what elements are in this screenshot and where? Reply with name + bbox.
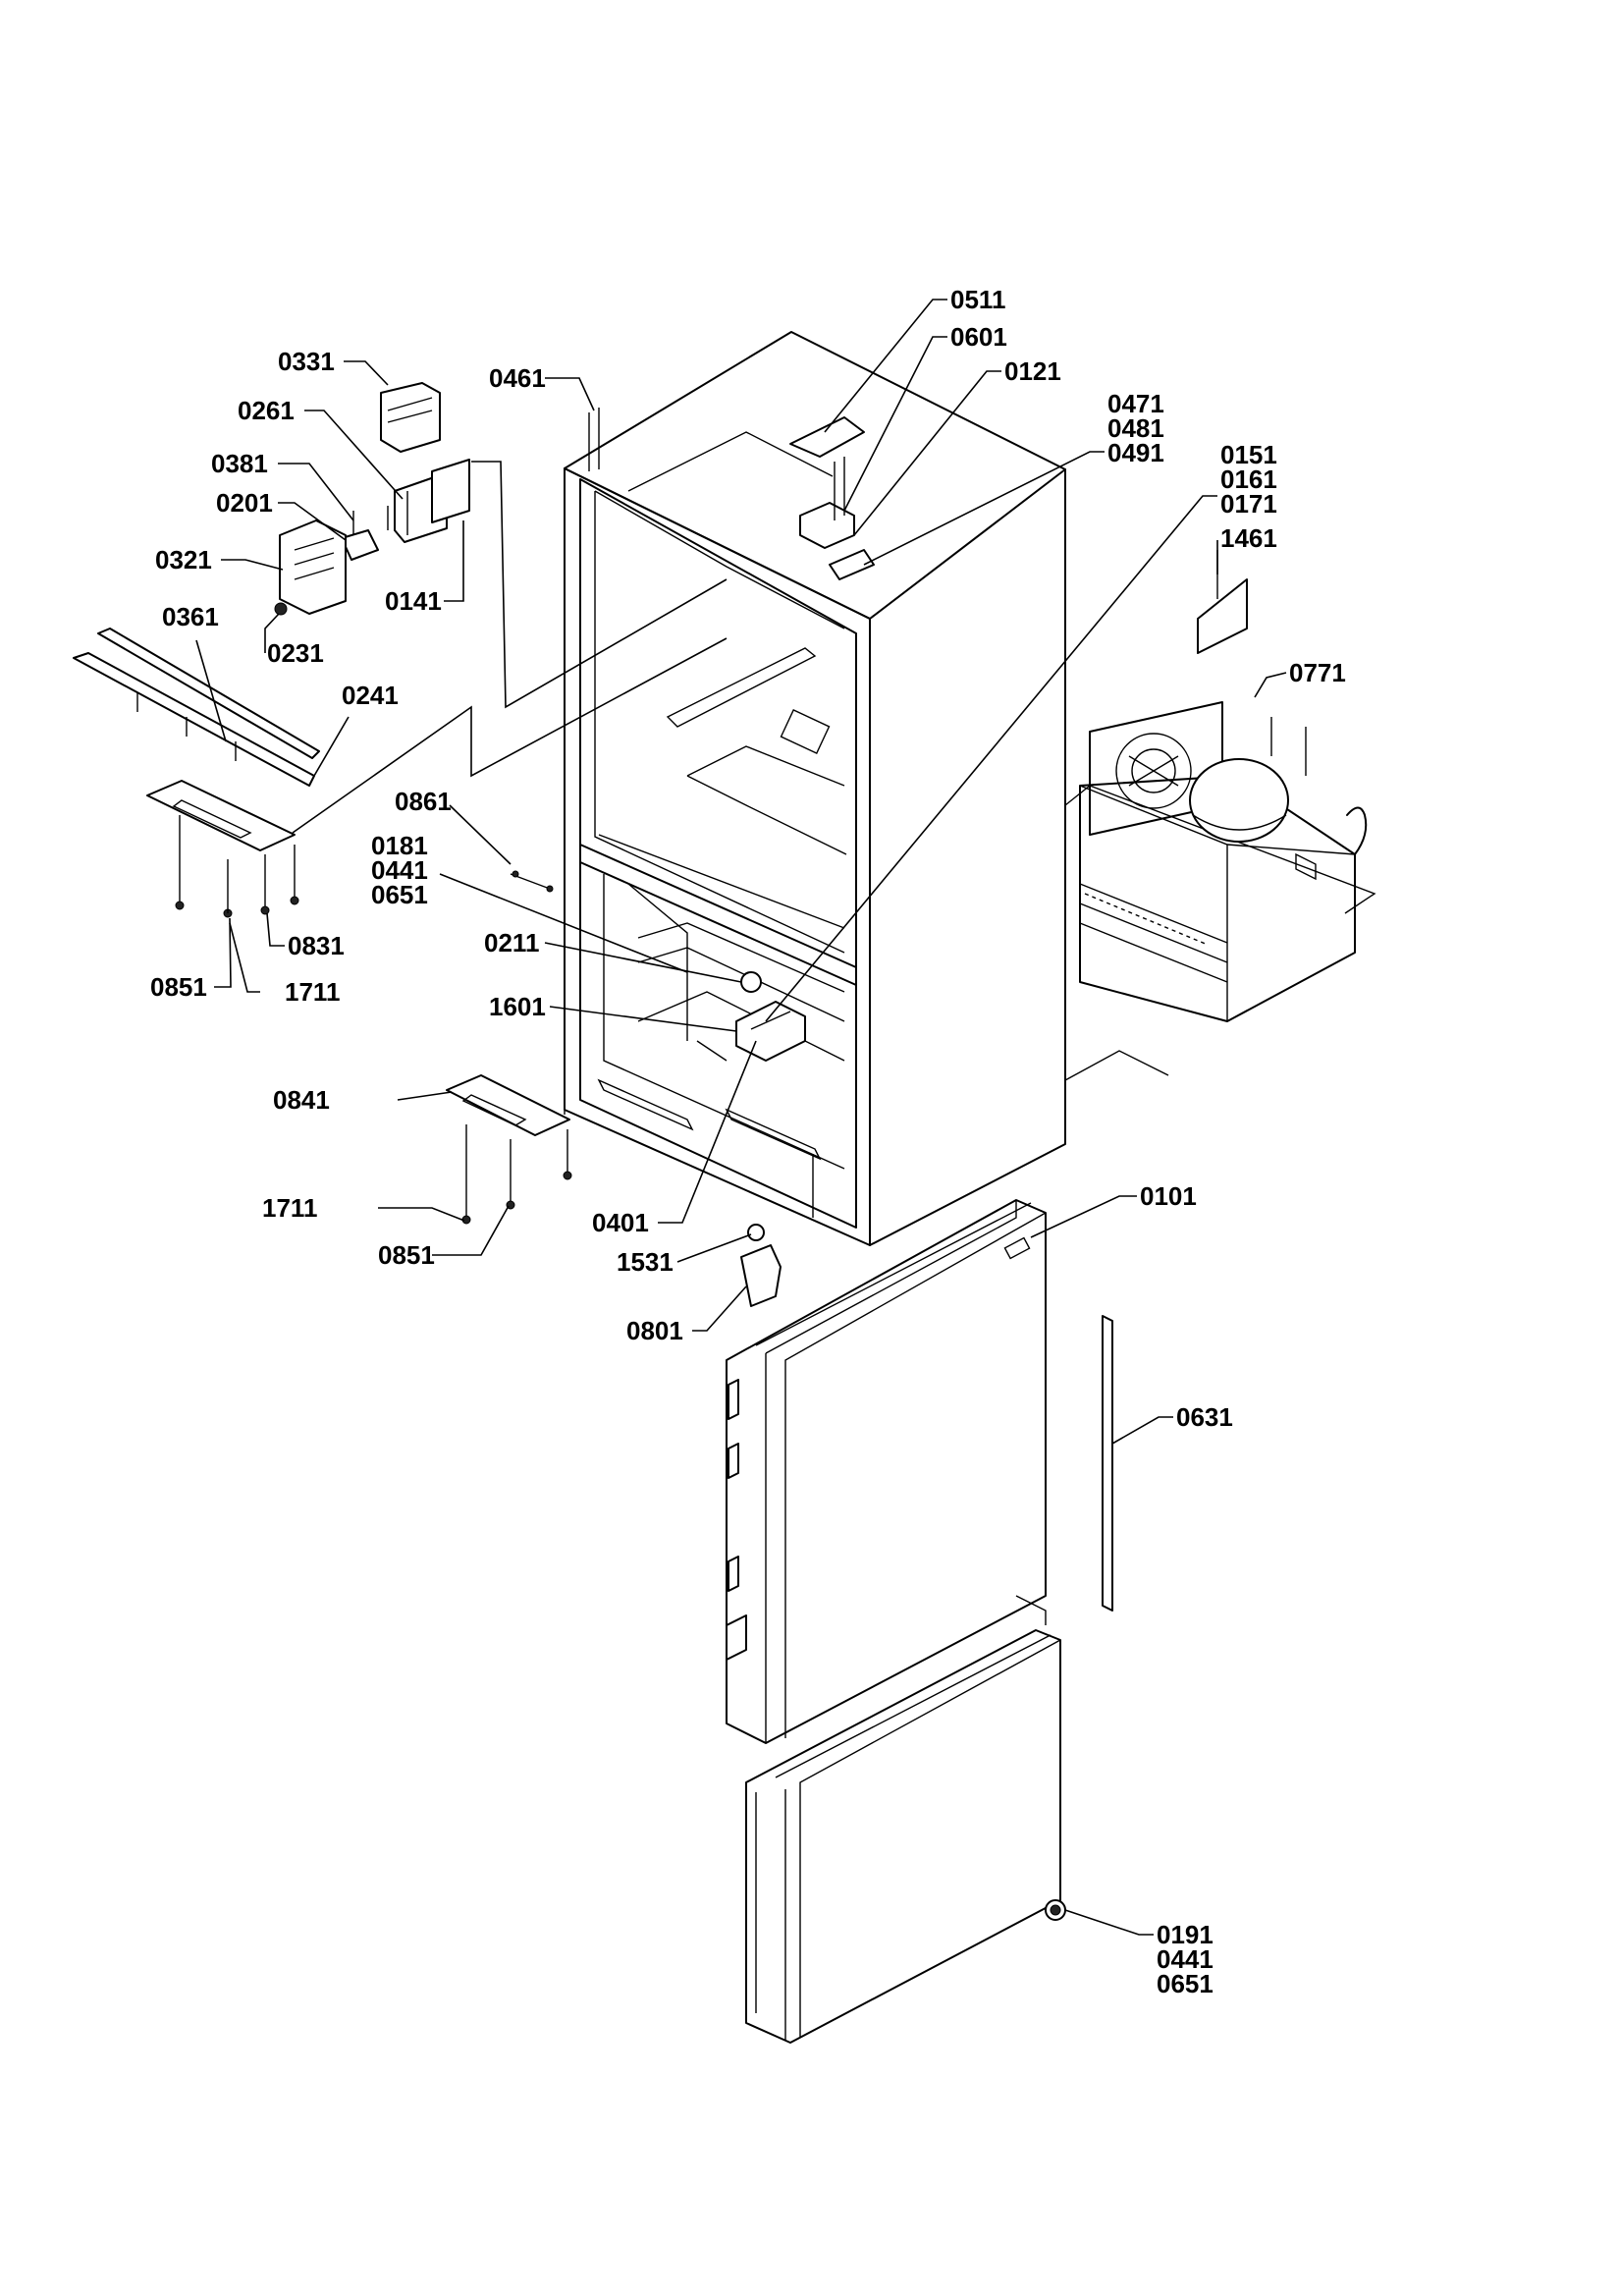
label-0191: 0191 [1157, 1920, 1214, 1949]
label-0471: 0471 [1107, 389, 1164, 418]
label-0101: 0101 [1140, 1181, 1197, 1211]
label-0361: 0361 [162, 602, 219, 631]
door-gasket-0631 [1102, 1315, 1113, 1612]
label-0441-a: 0441 [371, 855, 428, 885]
label-0851-a: 0851 [150, 972, 207, 1002]
label-1461: 1461 [1220, 523, 1277, 553]
label-0771: 0771 [1289, 658, 1346, 687]
compressor-assembly [1079, 701, 1368, 1022]
label-0161: 0161 [1220, 465, 1277, 494]
label-0231: 0231 [267, 638, 324, 668]
label-0261: 0261 [238, 396, 295, 425]
leader-lines [195, 299, 1287, 1936]
label-1711-a: 1711 [285, 977, 340, 1007]
label-0461: 0461 [489, 363, 546, 393]
top-hinge-assembly [588, 408, 875, 580]
lower-door [745, 1629, 1066, 2044]
label-0841: 0841 [273, 1085, 330, 1115]
label-0321: 0321 [155, 545, 212, 574]
label-0241: 0241 [342, 681, 399, 710]
label-0831: 0831 [288, 931, 345, 960]
label-0851-b: 0851 [378, 1240, 435, 1270]
label-0801: 0801 [626, 1316, 683, 1345]
label-0381: 0381 [211, 449, 268, 478]
label-0201: 0201 [216, 488, 273, 518]
label-0441-b: 0441 [1157, 1944, 1214, 1974]
hinge-plate-0831 [146, 780, 299, 918]
label-0331: 0331 [278, 347, 335, 376]
hinge-plate-0841 [446, 1074, 572, 1225]
label-0401: 0401 [592, 1208, 649, 1237]
label-0481: 0481 [1107, 413, 1164, 443]
label-1601: 1601 [489, 992, 546, 1021]
label-1531: 1531 [617, 1247, 674, 1277]
label-0151: 0151 [1220, 440, 1277, 469]
label-0601: 0601 [950, 322, 1007, 352]
cover-panel-1461 [1197, 578, 1248, 654]
label-0141: 0141 [385, 586, 442, 616]
label-0211: 0211 [484, 928, 539, 957]
part-labels: 0511 0601 0121 0471 0481 0491 0151 0161 … [150, 285, 1346, 1998]
label-0631: 0631 [1176, 1402, 1233, 1432]
label-0651-b: 0651 [1157, 1969, 1214, 1998]
upper-door [726, 1199, 1047, 1744]
label-0121: 0121 [1004, 356, 1061, 386]
label-0511: 0511 [950, 285, 1005, 314]
label-0491: 0491 [1107, 438, 1164, 467]
label-0861: 0861 [395, 787, 452, 816]
rail-assembly [73, 628, 320, 787]
control-box-assembly [274, 382, 470, 616]
label-0651-a: 0651 [371, 880, 428, 909]
label-1711-b: 1711 [262, 1193, 317, 1223]
label-0181: 0181 [371, 831, 428, 860]
bottom-parts [740, 1154, 814, 1307]
label-0171: 0171 [1220, 489, 1277, 519]
